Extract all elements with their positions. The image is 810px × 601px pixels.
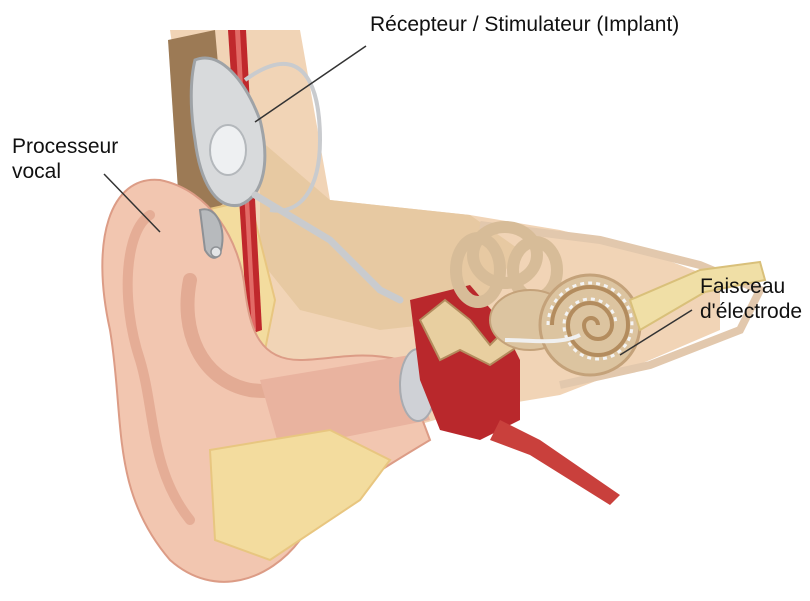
label-receiver-stimulator: Récepteur / Stimulateur (Implant) — [370, 12, 679, 37]
processor-microphone — [211, 247, 221, 257]
label-speech-processor-line1: Processeur — [12, 134, 118, 159]
cochlea — [540, 275, 640, 375]
eustachian-tube — [490, 420, 620, 505]
label-speech-processor: Processeur vocal — [12, 134, 118, 184]
label-electrode-array-line2: d'électrode — [700, 299, 802, 324]
label-speech-processor-line2: vocal — [12, 159, 118, 184]
implant-magnet — [210, 125, 246, 175]
label-electrode-array: Faisceau d'électrode — [700, 274, 802, 324]
label-electrode-array-line1: Faisceau — [700, 274, 802, 299]
fat-layer-lower — [210, 430, 390, 560]
